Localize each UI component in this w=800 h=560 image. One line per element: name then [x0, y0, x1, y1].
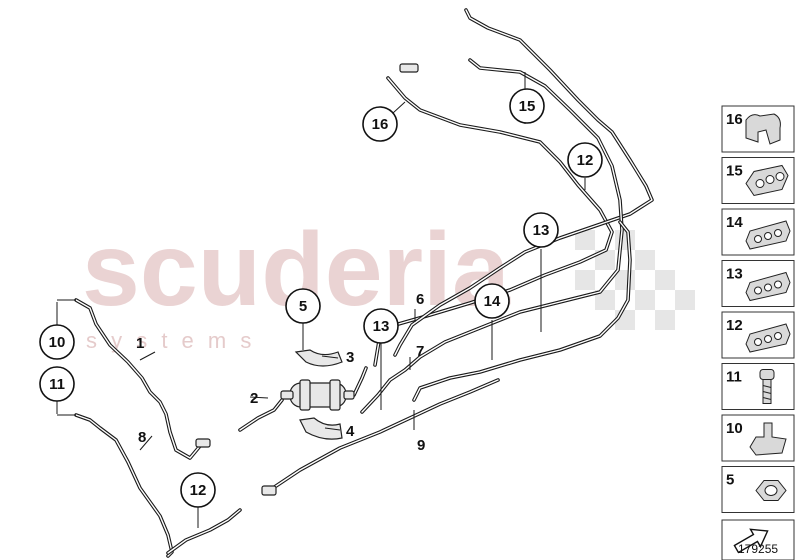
filter-holder-lower [299, 417, 343, 440]
legend-number: 13 [726, 266, 743, 283]
callout-circle [180, 472, 216, 508]
callout-11: 11 [39, 366, 75, 402]
reference-number: 179255 [738, 542, 778, 556]
leader-line [392, 101, 406, 114]
fuel-line-highlight [167, 509, 241, 554]
legend-number: 15 [726, 163, 743, 180]
legend-number: 11 [726, 369, 742, 386]
part-label-1: 1 [136, 335, 144, 352]
fuel-lines [74, 8, 654, 558]
callout-15: 15 [509, 88, 545, 124]
pipe-connector [195, 438, 211, 448]
multi-clip-icon [745, 323, 791, 353]
part-label-9: 9 [417, 437, 425, 454]
callout-circle [509, 88, 545, 124]
legend-item-14: 14 [721, 208, 795, 256]
leader-line [139, 435, 153, 451]
callout-10: 10 [39, 324, 75, 360]
fuel-line-highlight [353, 367, 367, 396]
callout-16: 16 [362, 106, 398, 142]
callout-number: 11 [49, 376, 65, 393]
legend-item-15: 15 [721, 157, 795, 204]
part-label-4: 4 [346, 423, 355, 440]
callout-circle [523, 212, 559, 248]
legend-box [721, 363, 795, 410]
leader-line [139, 351, 156, 361]
multi-clip-icon [745, 271, 791, 302]
callout-12a: 12 [567, 142, 603, 178]
callout-14: 14 [474, 283, 510, 319]
legend-number: 5 [726, 472, 734, 489]
fuel-line-highlight [269, 379, 499, 491]
callout-number: 14 [484, 293, 501, 310]
bracket-clip-icon [749, 422, 787, 456]
part-label-7: 7 [416, 343, 424, 360]
callout-circle [567, 142, 603, 178]
callout-number: 13 [533, 222, 550, 239]
callout-circle [39, 366, 75, 402]
fuel-line [74, 413, 174, 558]
callout-number: 12 [190, 482, 207, 499]
callout-circle [39, 324, 75, 360]
legend-item-10: 10 [721, 414, 795, 462]
pipe-connector [261, 485, 277, 496]
legend-number: 12 [726, 317, 743, 334]
legend-item-16: 16 [721, 105, 795, 153]
callout-circle [285, 288, 321, 324]
triple-clip-icon [745, 164, 789, 197]
callout-number: 10 [49, 334, 66, 351]
fuel-line-highlight [239, 399, 283, 431]
leader-line [249, 396, 269, 399]
callout-circle [474, 283, 510, 319]
callout-number: 13 [373, 318, 390, 335]
fuel-line [166, 508, 242, 555]
double-clip-icon [745, 113, 781, 145]
part-label-8: 8 [138, 429, 146, 446]
callout-13b: 13 [363, 308, 399, 344]
fuel-filter [280, 379, 355, 411]
legend-item-11: 11 [721, 363, 795, 410]
legend-number: 10 [726, 420, 743, 437]
fuel-line-highlight [374, 77, 613, 366]
callout-circle [363, 308, 399, 344]
part-label-6: 6 [416, 291, 424, 308]
filter-holder-upper [294, 349, 343, 367]
callout-number: 5 [299, 298, 307, 315]
leader-line [324, 427, 341, 431]
watermark-sub: s y s t e m s [86, 328, 255, 353]
arrow-nav-icon[interactable] [731, 522, 772, 557]
hex-nut-icon [755, 480, 787, 501]
screw-icon [759, 369, 775, 404]
legend-number: 14 [726, 214, 743, 231]
callout-5: 5 [285, 288, 321, 324]
callout-12b: 12 [180, 472, 216, 508]
part-labels: 1 2 3 4 6 7 8 9 [136, 291, 425, 454]
fuel-line-highlight [413, 221, 631, 401]
leader-line [321, 355, 339, 359]
part-label-2: 2 [250, 390, 258, 407]
fuel-line-highlight [394, 9, 653, 356]
callout-13a: 13 [523, 212, 559, 248]
legend-item-5: 5 [721, 466, 795, 513]
callout-circle [362, 106, 398, 142]
legend-item-12: 12 [721, 311, 795, 359]
watermark-flag [575, 230, 695, 330]
legend-panel: 16 15 14 13 12 11 10 5 [721, 105, 795, 513]
callout-number: 16 [372, 116, 389, 133]
callout-number: 15 [519, 98, 536, 115]
footer-nav[interactable] [721, 519, 795, 560]
pipe-connector [399, 63, 419, 73]
fuel-line-highlight [75, 299, 201, 459]
legend-number: 16 [726, 111, 743, 128]
legend-item-13: 13 [721, 260, 795, 307]
fuel-line-highlight [75, 414, 173, 557]
part-label-3: 3 [346, 349, 354, 366]
multi-clip-icon [745, 220, 791, 250]
fuel-line-highlight [361, 59, 623, 413]
callout-number: 12 [577, 152, 594, 169]
